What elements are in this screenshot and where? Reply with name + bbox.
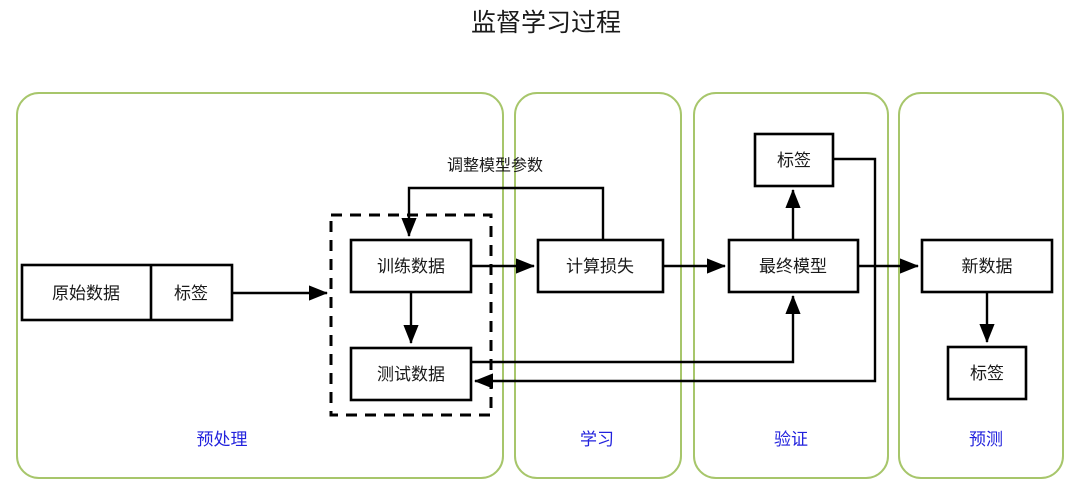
node-validation-label: 标签 bbox=[753, 132, 835, 188]
node-label-compute-loss: 计算损失 bbox=[566, 257, 634, 277]
node-prediction-label-box bbox=[946, 345, 1028, 401]
phase-label-validation: 验证 bbox=[774, 430, 808, 450]
node-new-data: 新数据 bbox=[920, 238, 1054, 294]
node-train-data: 训练数据 bbox=[349, 238, 473, 294]
edge-adjust-model-parameters bbox=[401, 186, 605, 240]
node-label-final-model: 最终模型 bbox=[759, 257, 827, 277]
phase-label-preprocess: 预处理 bbox=[197, 430, 248, 450]
node-compute-loss: 计算损失 bbox=[536, 238, 665, 294]
node-train-data-box bbox=[349, 238, 473, 294]
node-new-data-box bbox=[920, 238, 1054, 294]
node-final-model-box bbox=[727, 238, 860, 294]
node-label-new-data: 新数据 bbox=[962, 257, 1013, 277]
page-title: 监督学习过程 bbox=[471, 8, 621, 37]
node-label-train-data: 训练数据 bbox=[377, 257, 445, 277]
dataset-split-group bbox=[329, 213, 493, 417]
edge-label-adjust-model-parameters: 调整模型参数 bbox=[447, 156, 543, 175]
edge-validationlabel-to-testdata bbox=[474, 157, 877, 389]
node-label-test-data: 测试数据 bbox=[377, 365, 445, 385]
node-prediction-label: 标签 bbox=[946, 345, 1028, 401]
node-final-model: 最终模型 bbox=[727, 238, 860, 294]
node-validation-label-box bbox=[753, 132, 835, 188]
node-raw-data-group: 原始数据 标签 bbox=[20, 263, 234, 322]
phase-label-learning: 学习 bbox=[580, 430, 614, 450]
node-test-data: 测试数据 bbox=[349, 346, 473, 402]
phase-label-prediction: 预测 bbox=[969, 430, 1003, 450]
node-test-data-box bbox=[349, 346, 473, 402]
node-compute-loss-box bbox=[536, 238, 665, 294]
node-label-raw-data: 原始数据 bbox=[52, 284, 120, 304]
edge-testdata-to-finalmodel bbox=[471, 295, 801, 364]
node-label-prediction-label: 标签 bbox=[970, 364, 1004, 384]
node-raw-data-box bbox=[20, 263, 234, 322]
node-label-validation-label: 标签 bbox=[777, 151, 811, 171]
node-label-raw-label: 标签 bbox=[174, 284, 208, 304]
